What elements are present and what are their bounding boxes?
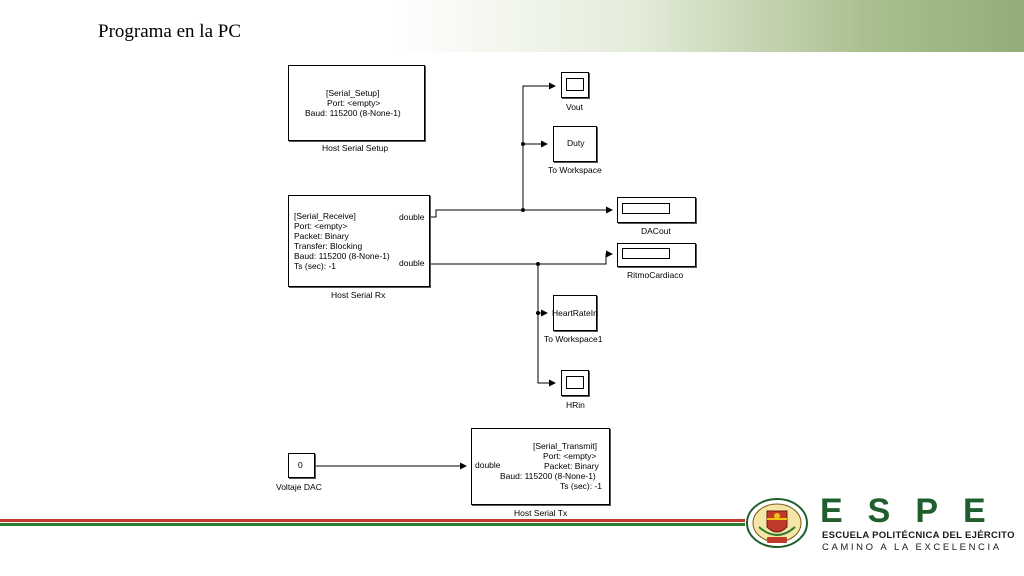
hrin-caption: HRin — [566, 400, 585, 410]
voltaje-caption: Voltaje DAC — [276, 482, 322, 492]
setup-line-1: [Serial_Setup] — [326, 88, 380, 98]
header-band — [0, 0, 1024, 52]
display-field — [622, 248, 670, 259]
heartrate-caption: To Workspace1 — [544, 334, 603, 344]
tx-line-5: Ts (sec): -1 — [560, 481, 603, 491]
junction-dot-1 — [521, 208, 525, 212]
host-serial-setup-caption: Host Serial Setup — [322, 143, 389, 153]
wire-rx1-dacout — [430, 206, 613, 218]
setup-line-3: Baud: 115200 (8-None-1) — [305, 108, 401, 118]
scope-icon — [566, 376, 584, 389]
tx-line-4: Baud: 115200 (8-None-1) — [500, 471, 596, 481]
wire-branch-up — [522, 82, 556, 210]
dacout-caption: DACout — [641, 226, 671, 236]
display-field — [622, 203, 670, 214]
ritmo-display-block[interactable] — [617, 243, 696, 267]
voltaje-value: 0 — [298, 460, 303, 470]
tx-line-1: [Serial_Transmit] — [533, 441, 597, 451]
dacout-display-block[interactable] — [617, 197, 696, 223]
host-serial-rx-block[interactable]: [Serial_Receive] Port: <empty> Packet: B… — [288, 195, 430, 287]
vout-scope-block[interactable] — [561, 72, 589, 98]
vout-caption: Vout — [566, 102, 584, 112]
ritmo-caption: RitmoCardiaco — [627, 270, 684, 280]
rx-line-1: [Serial_Receive] — [294, 211, 356, 221]
tx-line-2: Port: <empty> — [543, 451, 597, 461]
rx-line-4: Transfer: Blocking — [294, 241, 363, 251]
tx-port-in-label: double — [475, 460, 501, 470]
host-serial-setup-block[interactable]: [Serial_Setup] Port: <empty> Baud: 11520… — [288, 65, 425, 141]
rx-port-1-label: double — [399, 212, 425, 222]
junction-dot-4 — [536, 311, 540, 315]
slide-title: Programa en la PC — [98, 21, 242, 42]
heartrate-workspace-block[interactable]: HeartRateIn — [552, 295, 598, 331]
setup-line-2: Port: <empty> — [327, 98, 381, 108]
duty-caption: To Workspace — [548, 165, 602, 175]
duty-workspace-block[interactable]: Duty — [553, 126, 597, 162]
rx-line-5: Baud: 115200 (8-None-1) — [294, 251, 390, 261]
rx-port-2-label: double — [399, 258, 425, 268]
junction-dot-3 — [536, 262, 540, 266]
wire-rx2-ritmo — [430, 250, 613, 265]
duty-label: Duty — [567, 138, 585, 148]
espe-subtitle-1: ESCUELA POLITÉCNICA DEL EJÉRCITO — [822, 530, 1015, 541]
footer-rule-red — [0, 519, 745, 522]
espe-subtitle-2: CAMINO A LA EXCELENCIA — [822, 542, 1002, 553]
wire-branch-down — [537, 264, 556, 387]
hrin-scope-block[interactable] — [561, 370, 589, 396]
scope-icon — [566, 78, 584, 91]
host-serial-tx-block[interactable]: [Serial_Transmit] Port: <empty> Packet: … — [471, 428, 610, 505]
heartrate-label: HeartRateIn — [552, 308, 598, 318]
espe-seal-logo — [746, 498, 808, 548]
espe-wordmark: ESPE — [820, 492, 1011, 530]
rx-line-3: Packet: Binary — [294, 231, 349, 241]
rx-line-6: Ts (sec): -1 — [294, 261, 337, 271]
voltaje-constant-block[interactable]: 0 — [288, 453, 315, 478]
tx-line-3: Packet: Binary — [544, 461, 599, 471]
host-serial-tx-caption: Host Serial Tx — [514, 508, 568, 518]
host-serial-rx-caption: Host Serial Rx — [331, 290, 386, 300]
footer-rule-green — [0, 523, 745, 526]
junction-dot-2 — [521, 142, 525, 146]
rx-line-2: Port: <empty> — [294, 221, 348, 231]
